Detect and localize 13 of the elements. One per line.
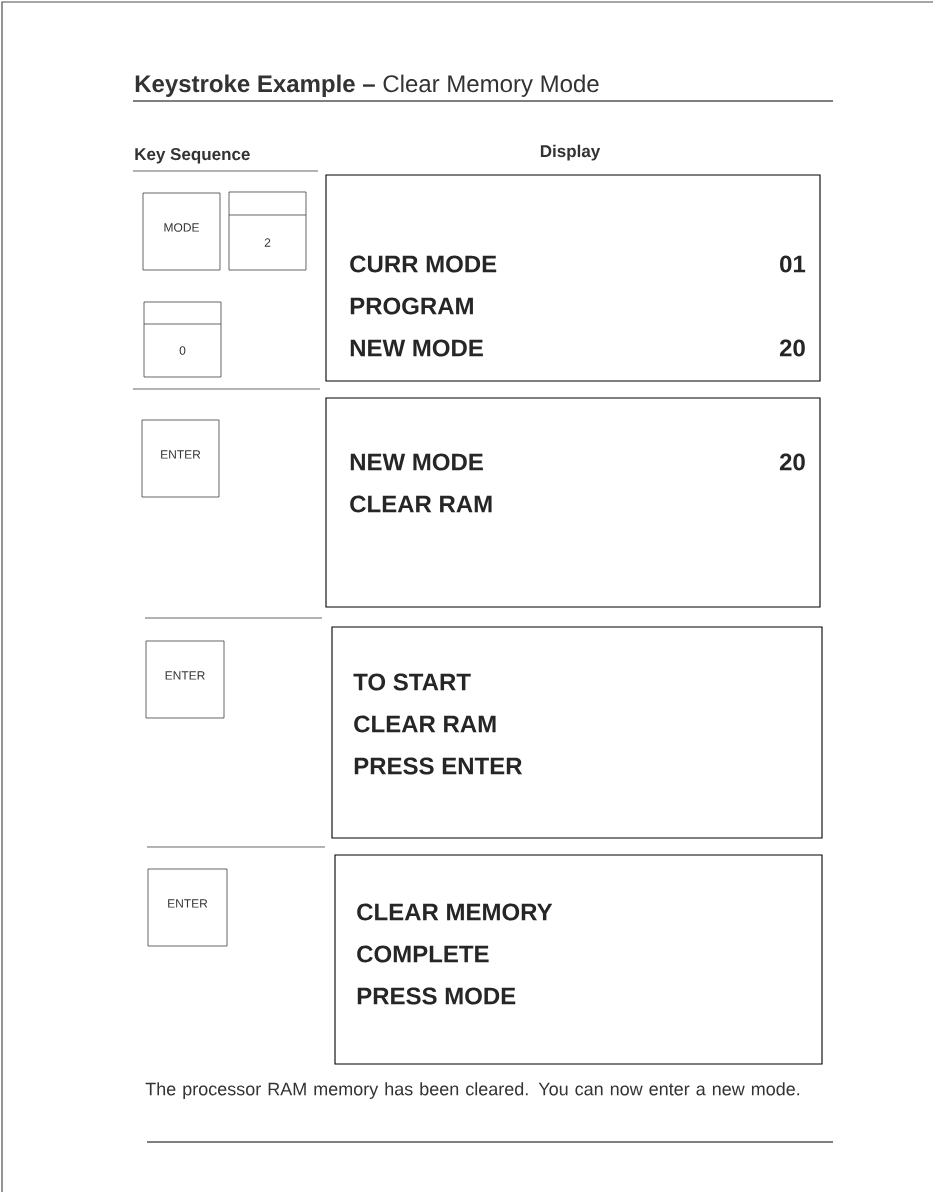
key: 0 (143, 301, 222, 378)
key: ENTER (145, 640, 225, 719)
key: ENTER (141, 419, 220, 498)
display-screen: TO START CLEAR RAM PRESS ENTER (331, 626, 823, 839)
key: MODE (142, 192, 221, 271)
key: ENTER (147, 868, 228, 947)
title: Keystroke Example – Clear Memory Mode (135, 74, 599, 97)
column-heading: Key Sequence (135, 148, 250, 164)
caption: The processor RAM memory has been cleared. You can now enter a new mode. (145, 1082, 800, 1099)
display-screen: CLEAR MEMORY COMPLETE PRESS MODE (334, 854, 823, 1065)
key: 2 (228, 191, 307, 271)
display-screen: CURR MODE 01 PROGRAM NEW MODE 20 (325, 174, 821, 382)
display-screen: NEW MODE 20 CLEAR RAM (325, 397, 821, 608)
